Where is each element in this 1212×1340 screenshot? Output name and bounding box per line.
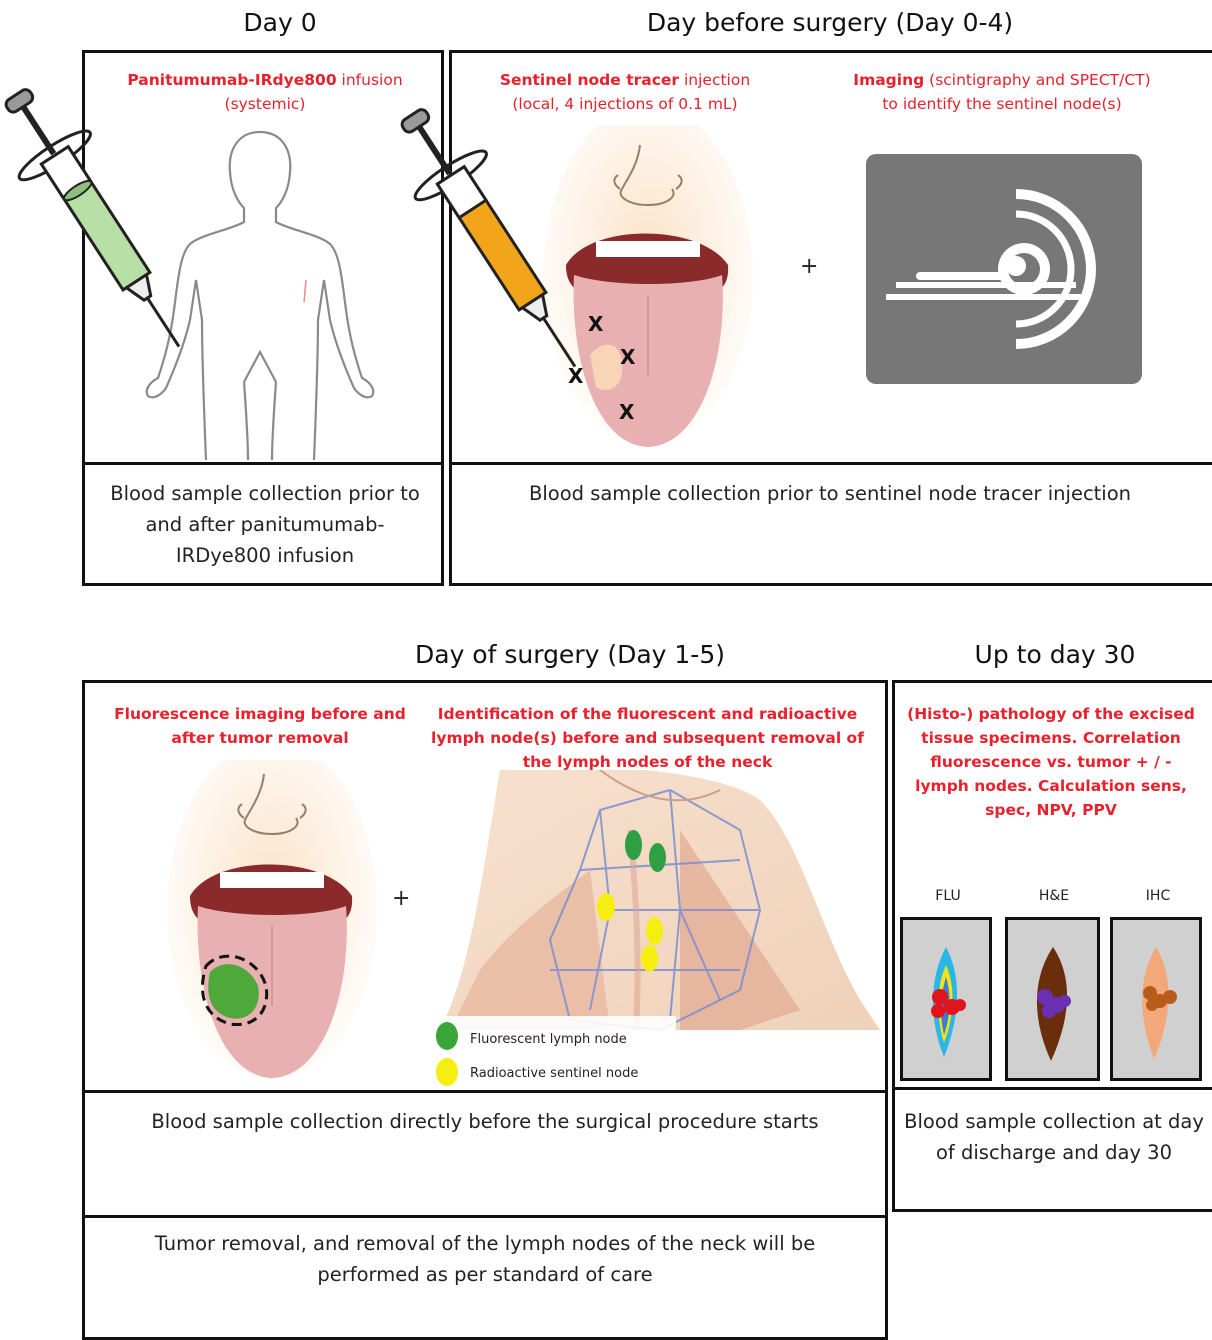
face-tongue-tumor-illustration (160, 760, 400, 1090)
injection-mark-4: X (619, 400, 634, 424)
fluorescent-node-2 (649, 843, 666, 872)
before-blood-text: Blood sample collection prior to sentine… (470, 478, 1190, 509)
panel-surgery-divider-2 (82, 1215, 888, 1218)
header-day30: Up to day 30 (940, 640, 1170, 669)
imaging-bold: Imaging (853, 71, 924, 89)
legend-swatch-fluorescent (436, 1022, 458, 1050)
legend-label-fluorescent: Fluorescent lymph node (470, 1032, 627, 1047)
radioactive-node-1 (597, 893, 615, 921)
slide-flu (900, 917, 992, 1081)
legend-label-radioactive: Radioactive sentinel node (470, 1066, 638, 1081)
legend-swatch-radioactive (436, 1058, 458, 1086)
header-day0: Day 0 (190, 8, 370, 37)
radioactive-node-2 (646, 917, 663, 945)
fluorescence-title: Fluorescence imaging before and after tu… (110, 702, 410, 750)
surgery-blood-text: Blood sample collection directly before … (100, 1106, 870, 1137)
infusion-word: infusion (337, 71, 403, 89)
pathology-text: (Histo-) pathology of the excised tissue… (902, 702, 1200, 822)
slide-label-flu: FLU (918, 888, 978, 904)
slide-label-ihc: IHC (1128, 888, 1188, 904)
slide-label-he: H&E (1024, 888, 1084, 904)
header-before-surgery: Day before surgery (Day 0-4) (600, 8, 1060, 37)
day0-blood-text: Blood sample collection prior to and aft… (100, 478, 430, 572)
imaging-label: Imaging (scintigraphy and SPECT/CT) to i… (852, 68, 1152, 116)
infusion-route: (systemic) (225, 95, 306, 113)
injection-mark-2: X (620, 345, 635, 369)
panel-before-divider (449, 462, 1212, 465)
plus-sign-before: + (800, 254, 818, 279)
panel-day0-divider (82, 462, 444, 465)
spect-scanner-icon (866, 154, 1142, 384)
tracer-bold: Sentinel node tracer (500, 71, 679, 89)
syringe-orange-icon (396, 100, 596, 390)
syringe-green-icon (0, 80, 200, 370)
panel-surgery-divider-1 (82, 1090, 888, 1093)
surgery-removal-text: Tumor removal, and removal of the lymph … (130, 1228, 840, 1290)
tracer-rest: injection (679, 71, 750, 89)
radioactive-node-3 (641, 945, 658, 972)
slide-ihc (1110, 917, 1202, 1081)
header-surgery: Day of surgery (Day 1-5) (340, 640, 800, 669)
slide-he (1005, 917, 1100, 1081)
legend: Fluorescent lymph node Radioactive senti… (436, 1016, 676, 1088)
fluorescent-node-1 (625, 830, 642, 860)
identification-title: Identification of the fluorescent and ra… (425, 702, 870, 774)
plus-sign-surgery: + (392, 886, 410, 911)
panel-day30-divider (892, 1087, 1212, 1090)
day30-blood-text: Blood sample collection at day of discha… (896, 1106, 1212, 1168)
